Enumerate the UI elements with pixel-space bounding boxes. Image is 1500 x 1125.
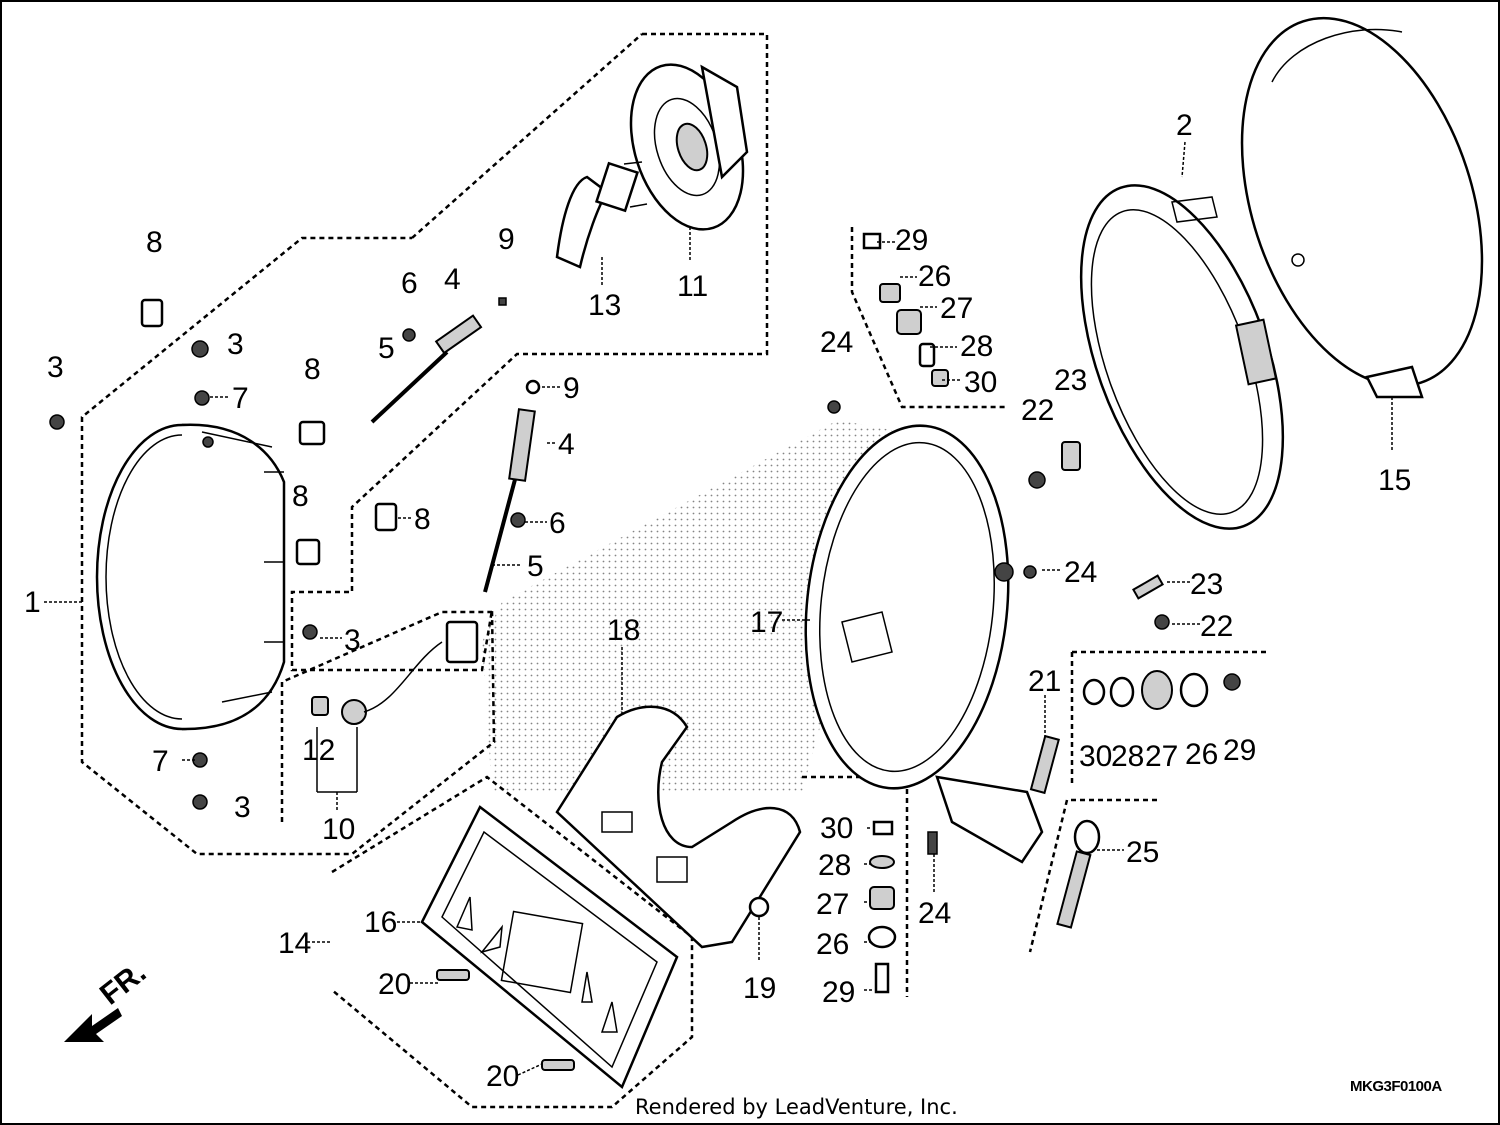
callout-23: 23 xyxy=(1190,568,1223,601)
callout-3: 3 xyxy=(47,351,64,384)
callout-6: 6 xyxy=(549,507,566,540)
callout-3: 3 xyxy=(344,624,361,657)
callout-25: 25 xyxy=(1126,836,1159,869)
callout-9: 9 xyxy=(563,372,580,405)
socket-harness xyxy=(311,620,479,793)
callout-30: 30 xyxy=(964,366,997,399)
callout-3: 3 xyxy=(227,328,244,361)
plate-boundary xyxy=(331,775,694,1109)
callout-26: 26 xyxy=(918,260,951,293)
fasteners xyxy=(49,298,398,810)
callout-labels: 1 2 3 3 3 3 4 4 5 5 6 6 7 7 8 8 8 8 9 9 … xyxy=(24,109,1411,1093)
callout-2: 2 xyxy=(1176,109,1193,142)
callout-29: 29 xyxy=(895,224,928,257)
projection-band xyxy=(482,420,902,792)
wiring-boundary xyxy=(280,610,492,822)
callout-10: 10 xyxy=(322,813,355,846)
diagram-code: MKG3F0100A xyxy=(1350,1078,1442,1095)
callout-8: 8 xyxy=(414,503,431,536)
callout-23: 23 xyxy=(1054,364,1087,397)
headlight-rim xyxy=(804,424,1044,864)
callout-28: 28 xyxy=(818,849,851,882)
front-direction-arrow-icon xyxy=(64,1008,122,1042)
callout-24: 24 xyxy=(820,326,853,359)
callout-3: 3 xyxy=(234,791,251,824)
callout-29: 29 xyxy=(1223,734,1256,767)
hardware-boundary-upper xyxy=(850,227,1007,409)
headlight-bulb xyxy=(555,161,648,269)
callout-7: 7 xyxy=(152,745,169,778)
bolt-boundary xyxy=(1028,798,1157,953)
callout-8: 8 xyxy=(292,480,309,513)
callout-8: 8 xyxy=(304,353,321,386)
callout-28: 28 xyxy=(1111,740,1144,773)
plate-holder xyxy=(420,805,679,1090)
callout-27: 27 xyxy=(940,292,973,325)
callout-17: 17 xyxy=(750,606,783,639)
callout-4: 4 xyxy=(444,263,461,296)
callout-11: 11 xyxy=(677,270,708,303)
render-credit: Rendered by LeadVenture, Inc. xyxy=(635,1095,958,1119)
callout-24: 24 xyxy=(918,897,951,930)
callout-6: 6 xyxy=(401,267,418,300)
callout-20: 20 xyxy=(378,968,411,1001)
mounting-bracket xyxy=(555,705,802,949)
callout-13: 13 xyxy=(588,289,621,322)
callout-1: 1 xyxy=(24,586,41,619)
bolts xyxy=(748,734,1101,929)
headlight-unit xyxy=(95,423,286,731)
callout-30: 30 xyxy=(820,812,853,845)
callout-5: 5 xyxy=(527,550,544,583)
assembly-boundary-edge xyxy=(411,33,643,239)
callout-7: 7 xyxy=(232,382,249,415)
callout-14: 14 xyxy=(278,927,311,960)
callout-27: 27 xyxy=(1145,740,1178,773)
callout-8: 8 xyxy=(146,226,163,259)
headlight-case xyxy=(629,63,749,231)
headlight-shell xyxy=(1240,16,1484,399)
callout-22: 22 xyxy=(1200,610,1233,643)
callout-29: 29 xyxy=(822,976,855,1009)
assembly-boundary-main xyxy=(80,32,769,856)
leader-lines xyxy=(44,141,1393,1076)
callout-27: 27 xyxy=(816,888,849,921)
callout-21: 21 xyxy=(1028,665,1061,698)
callout-28: 28 xyxy=(960,330,993,363)
callout-15: 15 xyxy=(1378,464,1411,497)
callout-4: 4 xyxy=(558,428,575,461)
callout-24: 24 xyxy=(1064,556,1097,589)
callout-5: 5 xyxy=(378,332,395,365)
callout-18: 18 xyxy=(607,614,640,647)
callout-22: 22 xyxy=(1021,394,1054,427)
hardware-stack xyxy=(827,232,1241,994)
adjuster-lower xyxy=(483,379,541,593)
callout-26: 26 xyxy=(816,928,849,961)
callout-19: 19 xyxy=(743,972,776,1005)
front-indicator-label: FR. xyxy=(94,956,152,1012)
headlight-case-ring xyxy=(1079,184,1285,530)
callout-12: 12 xyxy=(302,734,335,767)
callout-20: 20 xyxy=(486,1060,519,1093)
callout-30: 30 xyxy=(1079,740,1112,773)
adjuster-upper xyxy=(370,297,507,424)
callout-16: 16 xyxy=(364,906,397,939)
callout-9: 9 xyxy=(498,223,515,256)
callout-26: 26 xyxy=(1185,738,1218,771)
